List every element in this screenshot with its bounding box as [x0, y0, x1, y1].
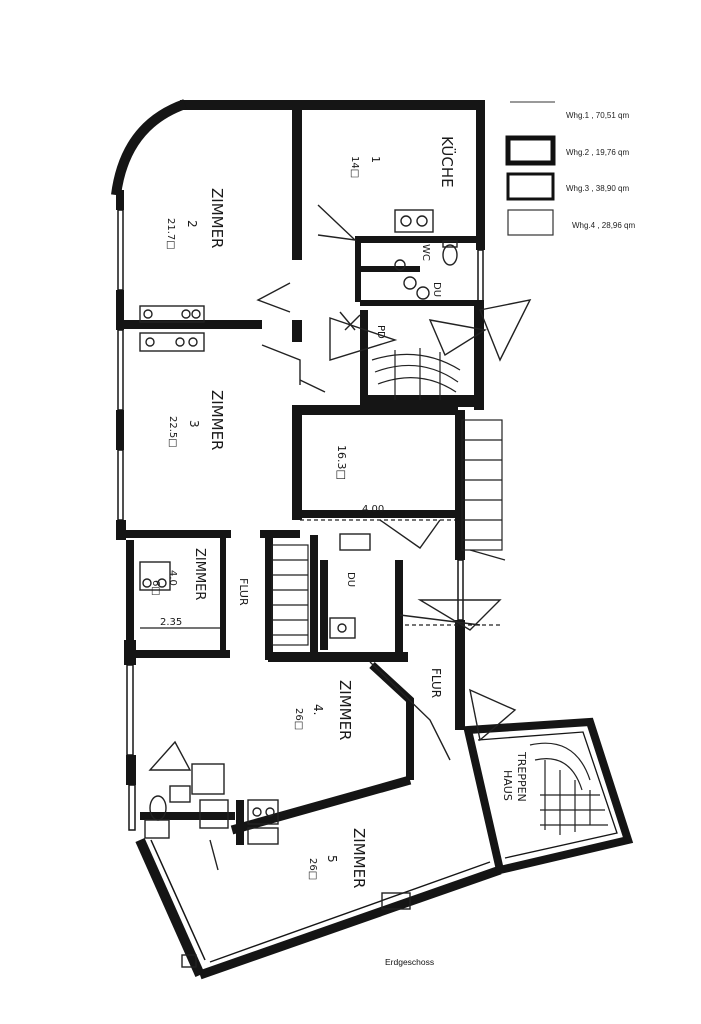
room-zimmer3-area: 22.5□	[167, 416, 178, 448]
legend-swatch-whg3	[506, 172, 555, 201]
room-small-zimmer-number: 4.0	[167, 570, 178, 586]
room-flur-right-name: FLUR	[429, 668, 443, 698]
room-hall-area: 16.3□	[335, 445, 348, 480]
room-labels: KÜCHE 1 14□ ZIMMER 2 21.7□ ZIMMER 3 22.5…	[140, 136, 528, 888]
fixtures	[139, 209, 458, 968]
room-du-top-name: DU	[431, 282, 442, 297]
room-kueche-area: 14□	[349, 156, 360, 178]
room-zimmer5-area: 26□	[307, 858, 318, 880]
room-zimmer2-area: 21.7□	[165, 218, 176, 250]
room-du-mid-name: DU	[345, 572, 356, 587]
stairs	[271, 348, 608, 835]
room-small-zimmer-name: ZIMMER	[192, 548, 207, 600]
room-treppenhaus-line1: TREPPEN	[515, 751, 528, 802]
legend-swatch-whg4	[507, 209, 554, 236]
room-kueche-name: KÜCHE	[438, 136, 457, 188]
room-zimmer4-number: 4.	[311, 704, 325, 715]
room-flur-left-name: FLUR	[237, 578, 250, 606]
room-kueche-number: 1	[369, 156, 382, 163]
room-small-zimmer-width: 2.35	[160, 617, 182, 628]
room-treppenhaus-line2: HAUS	[501, 770, 514, 801]
room-zimmer4-area: 26□	[293, 708, 304, 730]
room-zimmer5-number: 5	[325, 855, 339, 863]
room-hall-width: 4.00	[362, 504, 384, 515]
legend-label-whg1: Whg.1 , 70,51 qm	[566, 111, 629, 120]
legend-swatch-whg2	[505, 135, 556, 166]
legend: Whg.1 , 70,51 qm Whg.2 , 19,76 qm Whg.3 …	[505, 101, 635, 236]
room-zimmer4-name: ZIMMER	[336, 680, 354, 740]
room-zimmer3-name: ZIMMER	[208, 390, 226, 450]
outer-walls	[111, 99, 634, 980]
room-zimmer5-name: ZIMMER	[350, 828, 368, 888]
interior-walls	[122, 110, 480, 845]
legend-label-whg2: Whg.2 , 19,76 qm	[566, 148, 629, 157]
legend-label-whg4: Whg.4 , 28,96 qm	[572, 221, 635, 230]
room-zimmer2-name: ZIMMER	[208, 188, 226, 248]
door-swings	[148, 204, 532, 871]
room-pd-name: PD	[375, 325, 386, 339]
room-wc-name: WC	[420, 244, 431, 261]
room-zimmer3-number: 3	[187, 420, 201, 428]
room-zimmer2-number: 2	[185, 220, 199, 228]
room-small-zimmer-area: 6□	[150, 580, 161, 596]
plan-caption: Erdgeschoss	[385, 957, 434, 967]
legend-label-whg3: Whg.3 , 38,90 qm	[566, 184, 629, 193]
